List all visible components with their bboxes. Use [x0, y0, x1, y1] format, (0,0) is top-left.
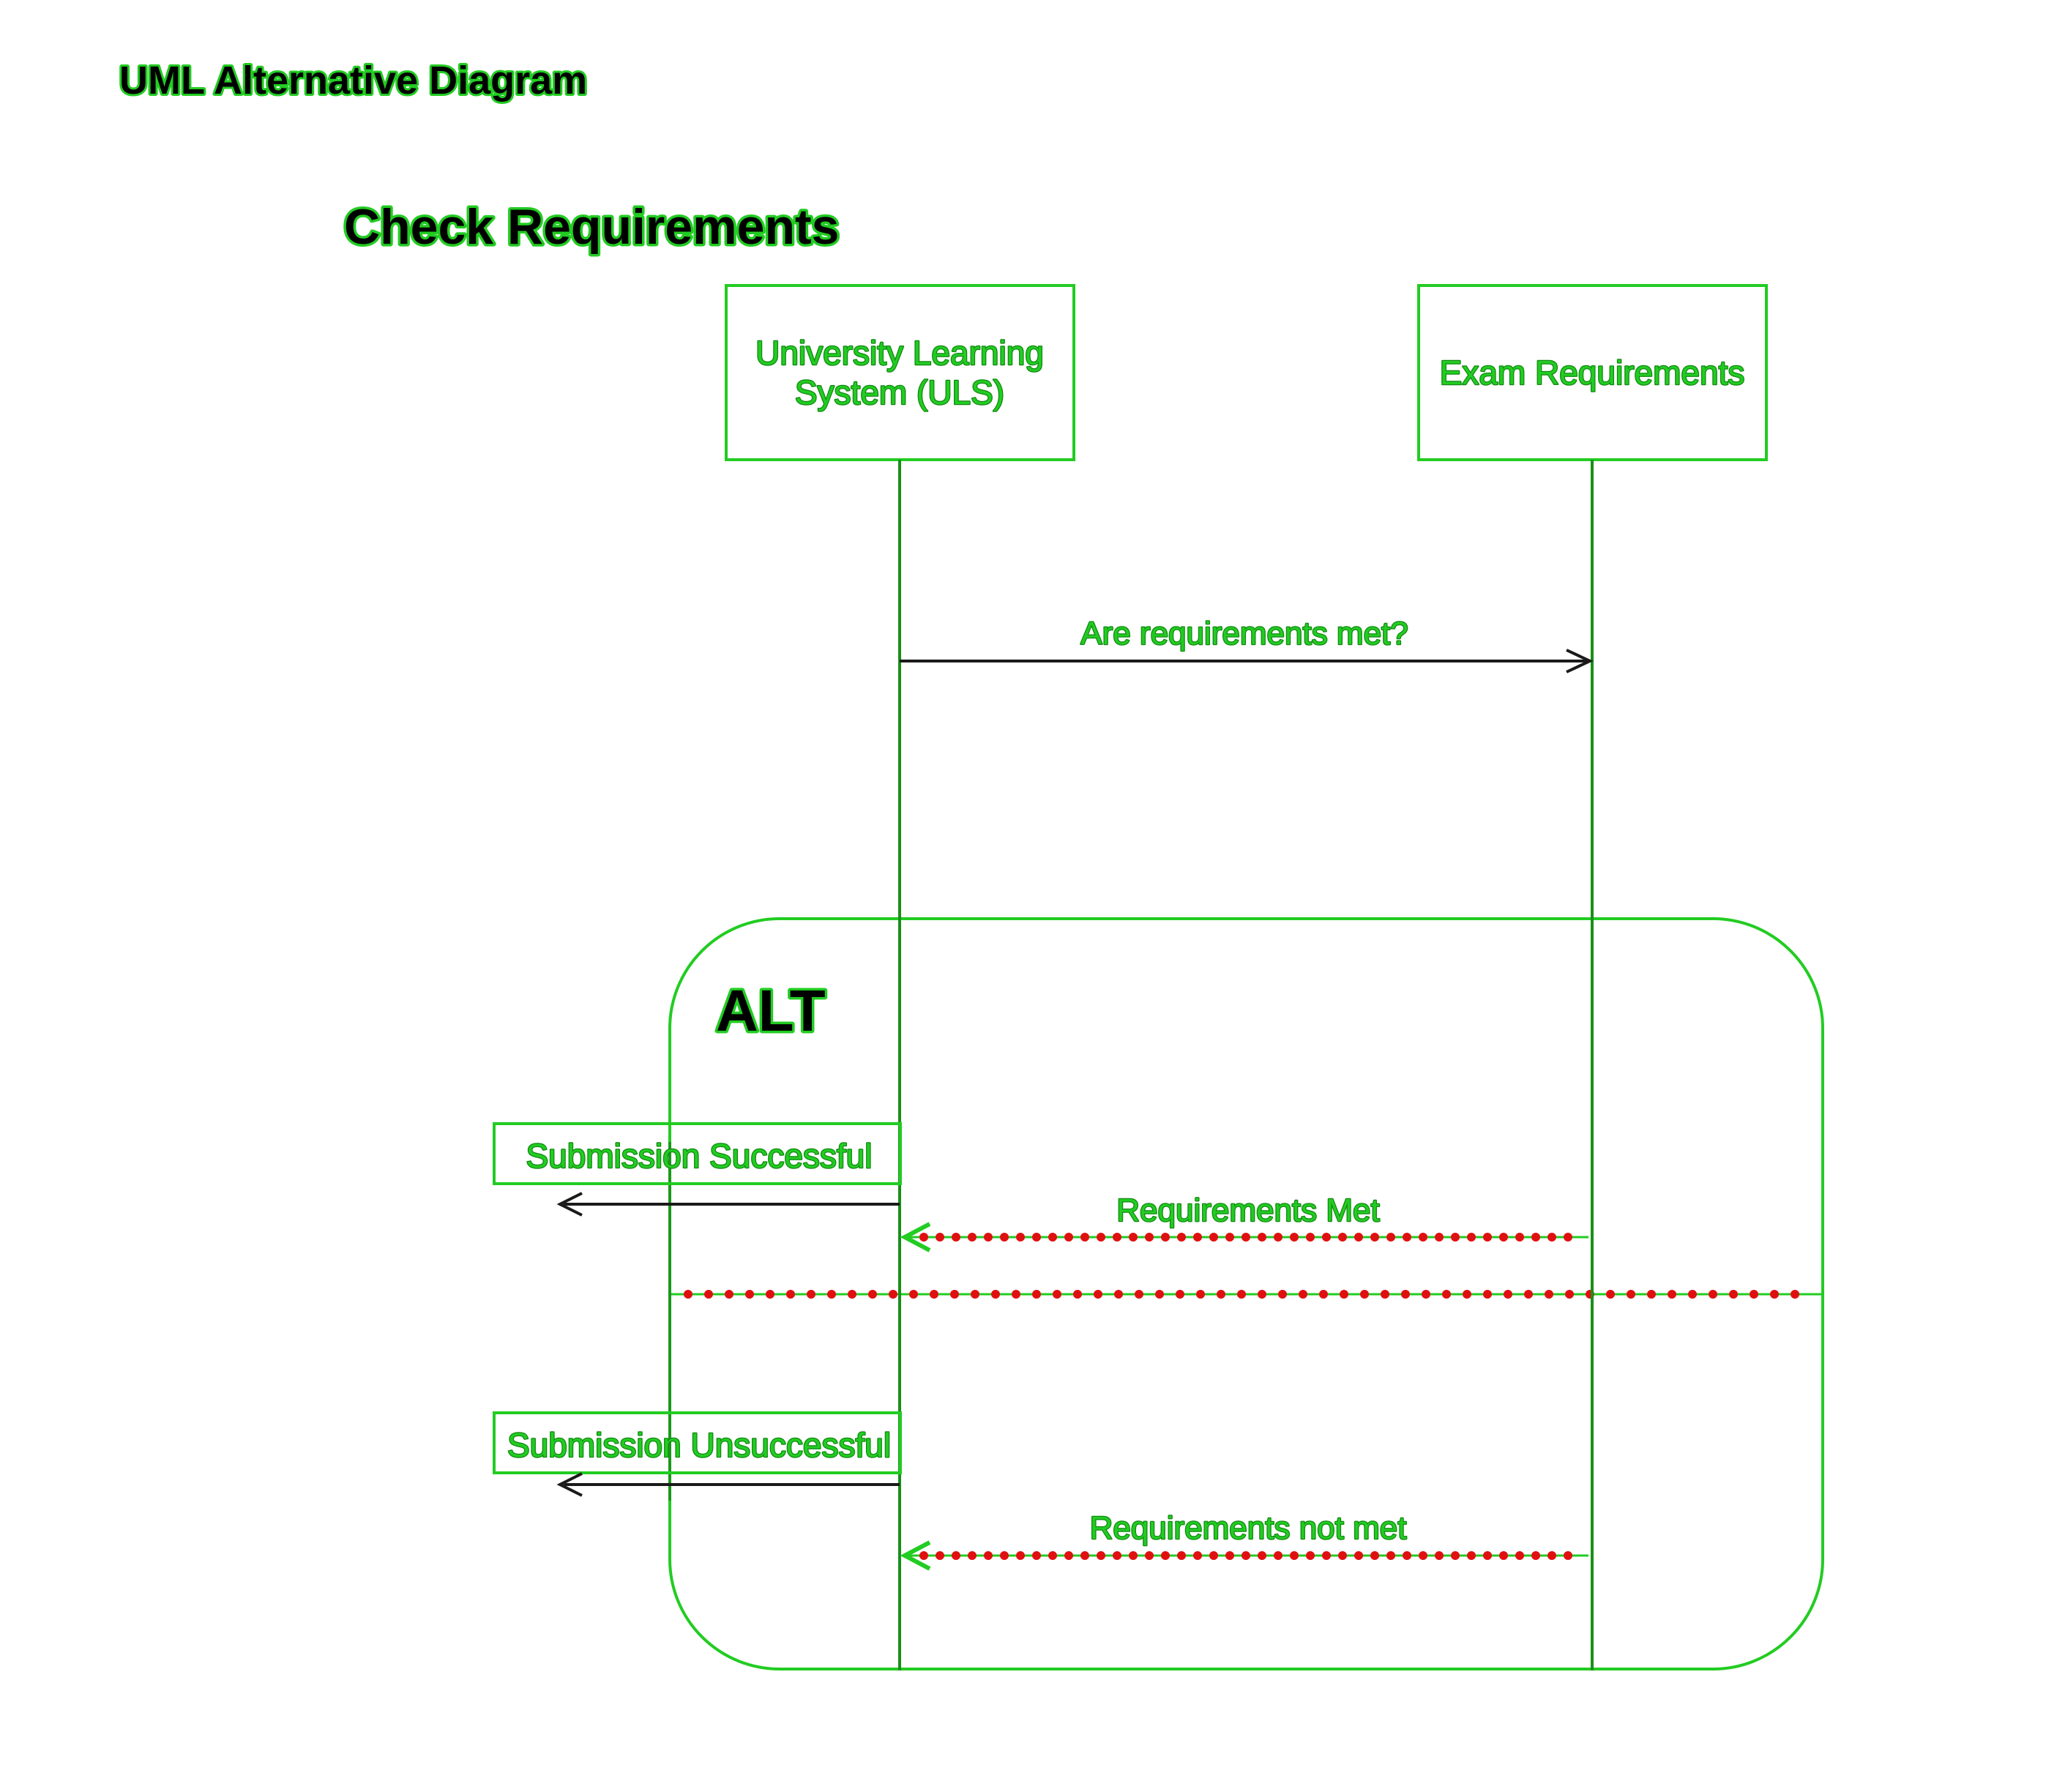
diagram-title: UML Alternative Diagram — [119, 59, 587, 102]
outcome-success-label: Submission Successful — [526, 1137, 873, 1175]
message-reply-met-arrowhead — [900, 1222, 931, 1252]
alt-fragment-label: ALT — [716, 978, 826, 1043]
outcome-failure-arrowhead — [556, 1472, 583, 1497]
message-request-arrowhead — [1566, 649, 1594, 673]
participant-uls-box — [725, 284, 1075, 461]
message-reply-not-met-label: Requirements not met — [1090, 1510, 1407, 1546]
participant-uls-label-line2: System (ULS) — [795, 373, 1004, 411]
message-reply-not-met-arrowhead — [900, 1540, 931, 1571]
message-request-label: Are requirements met? — [1080, 616, 1408, 652]
outcome-success-box — [493, 1122, 902, 1185]
participant-exam-label: Exam Requirements — [1440, 354, 1745, 392]
section-title: Check Requirements — [344, 199, 839, 255]
participant-uls-label-line1: University Learning — [755, 334, 1044, 372]
message-reply-met-label: Requirements Met — [1116, 1192, 1379, 1228]
outcome-failure-label: Submission Unsuccessful — [507, 1426, 891, 1464]
outcome-failure-box — [493, 1411, 902, 1474]
outcome-success-arrowhead — [556, 1192, 583, 1217]
